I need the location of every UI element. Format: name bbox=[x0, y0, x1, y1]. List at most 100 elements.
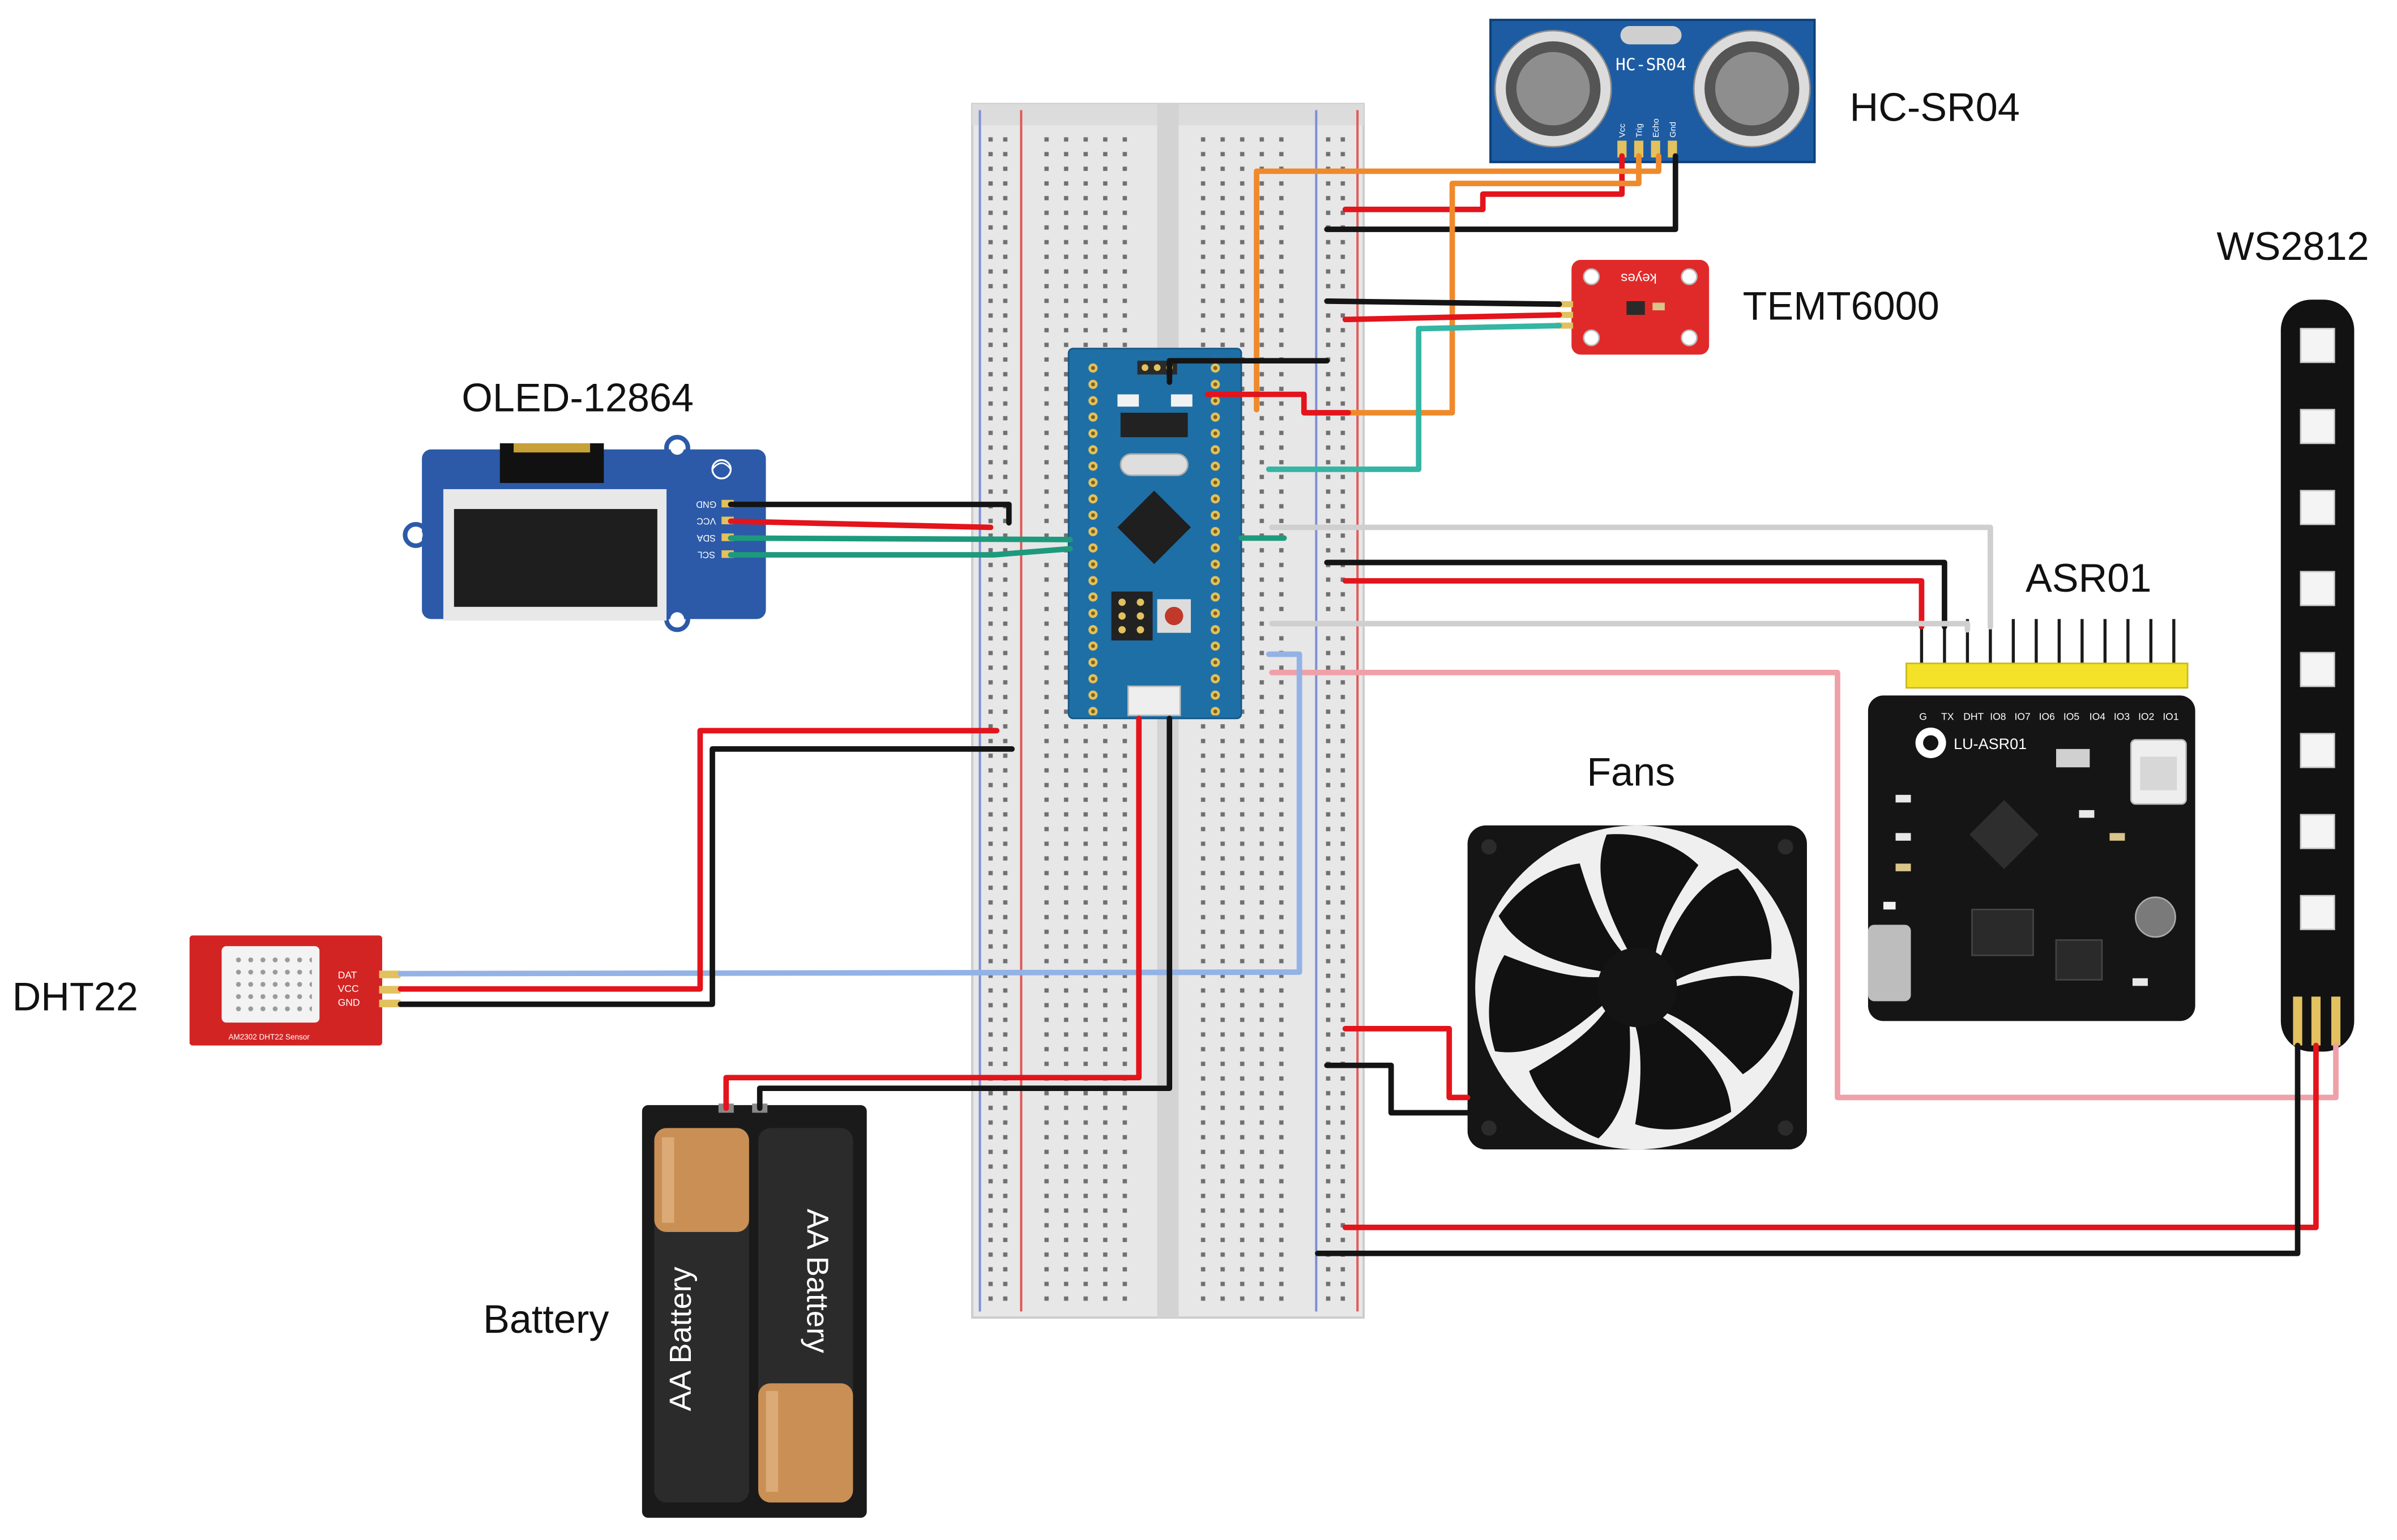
label-ws2812: WS2812 bbox=[2216, 224, 2369, 268]
wire-ws2812-vcc bbox=[1342, 1042, 2319, 1230]
wire-battery-positive bbox=[723, 716, 1142, 1111]
hc-sr04-pin-header bbox=[1617, 140, 1677, 158]
dht22-pin-label: DAT bbox=[338, 969, 357, 981]
stm32-bottom-connector bbox=[1127, 685, 1181, 716]
battery-holder: AA Battery AA Battery bbox=[642, 1103, 867, 1518]
oled-screen bbox=[454, 509, 657, 607]
ws2812-led bbox=[2300, 571, 2335, 606]
asr01-pin-label: IO7 bbox=[2014, 711, 2030, 722]
component-labels: HC-SR04 TEMT6000 WS2812 OLED-12864 ASR01… bbox=[12, 84, 2369, 1341]
wire-oled-sda bbox=[728, 535, 1073, 542]
asr01-smd-part bbox=[2132, 978, 2148, 986]
label-fans: Fans bbox=[1587, 750, 1675, 794]
hc-sr04-module: HC-SR04 Vcc Trig Echo Gnd bbox=[1489, 19, 1816, 164]
stm32-board bbox=[1067, 348, 1242, 720]
temt6000-pin-header bbox=[1556, 301, 1573, 329]
wire-fan-vcc bbox=[1342, 1026, 1471, 1101]
asr01-led bbox=[1883, 901, 1896, 910]
stm32-crystal bbox=[1120, 453, 1189, 476]
wire-asr01-signal bbox=[1269, 524, 1993, 630]
fan-blade bbox=[1498, 863, 1623, 972]
fan-blade bbox=[1660, 868, 1772, 981]
fan-rotor bbox=[1489, 834, 1793, 1139]
oled-mount-ear bbox=[670, 440, 685, 455]
ws2812-led bbox=[2300, 490, 2335, 525]
label-asr01: ASR01 bbox=[2026, 555, 2151, 600]
dht22-module: DAT VCC GND AM2302 DHT22 Sensor bbox=[189, 935, 401, 1046]
wire-oled-gnd bbox=[728, 502, 1012, 526]
oled-pin-label: GND bbox=[696, 499, 716, 510]
hc-sr04-pin-label: Trig bbox=[1635, 123, 1644, 138]
dht22-board-text: AM2302 DHT22 Sensor bbox=[229, 1033, 310, 1041]
stm32-smd-part bbox=[1170, 394, 1193, 407]
asr01-smd-part bbox=[2079, 810, 2095, 818]
wires bbox=[398, 153, 2339, 1256]
temt6000-module: keyes bbox=[1556, 260, 1710, 355]
stm32-smd-part bbox=[1117, 394, 1139, 407]
wire-ws2812-data bbox=[1269, 670, 2339, 1101]
asr01-crystal bbox=[2056, 748, 2090, 768]
hc-sr04-pin-label: Echo bbox=[1652, 118, 1661, 138]
ws2812-led bbox=[2300, 409, 2335, 444]
asr01-pin-label: IO1 bbox=[2163, 711, 2178, 722]
temt6000-light-sensor bbox=[1626, 301, 1645, 315]
wire-temt6000-gnd bbox=[1324, 298, 1562, 307]
oled-pin-label: VCC bbox=[697, 516, 716, 526]
mounting-hole bbox=[1681, 268, 1698, 285]
wire-hc-sr04-echo bbox=[1254, 153, 1661, 413]
asr01-usb-c-port bbox=[1868, 925, 1911, 1002]
asr01-header-pins bbox=[1920, 619, 2176, 670]
hc-sr04-pin-label: Vcc bbox=[1618, 123, 1627, 138]
wire-battery-negative bbox=[757, 716, 1173, 1111]
asr01-smd-part bbox=[1895, 863, 1911, 871]
asr01-pin-label: IO4 bbox=[2090, 711, 2106, 722]
oled-mount-ear bbox=[409, 528, 423, 542]
asr01-pin-label: IO5 bbox=[2063, 711, 2080, 722]
wire-asr01-vcc bbox=[1342, 578, 1925, 630]
asr01-power-connector-slot bbox=[2140, 756, 2177, 790]
mounting-hole bbox=[1681, 329, 1698, 346]
asr01-pin-label: IO3 bbox=[2114, 711, 2130, 722]
wire-ws2812-gnd bbox=[1315, 1042, 2301, 1256]
stm32-mcu-chip bbox=[1117, 490, 1191, 564]
wire-hc-sr04-gnd bbox=[1324, 153, 1678, 232]
fan-mount-hole bbox=[1778, 839, 1793, 855]
asr01-main-chip bbox=[1969, 799, 2039, 870]
wire-stm32-gnd bbox=[1167, 358, 1330, 385]
wire-asr01-signal bbox=[1269, 621, 1971, 633]
ws2812-led bbox=[2300, 733, 2335, 768]
right-rail-holes bbox=[1323, 131, 1355, 1303]
oled-module: GND VCC SDA SCL bbox=[403, 435, 766, 632]
asr01-pin-label: DHT bbox=[1963, 711, 1984, 722]
wire-temt6000-vcc bbox=[1342, 312, 1562, 323]
oled-pin-label: SDA bbox=[697, 533, 715, 543]
asr01-smd-part bbox=[1895, 794, 1911, 803]
asr01-pin-labels: G TX DHT IO8 IO7 IO6 IO5 IO4 IO3 IO2 IO1 bbox=[1919, 711, 2178, 722]
label-hc-sr04: HC-SR04 bbox=[1850, 84, 2020, 129]
fan-hub bbox=[1597, 947, 1677, 1028]
wire-dht22-gnd bbox=[398, 746, 1015, 1007]
asr01-pin-label: IO2 bbox=[2138, 711, 2154, 722]
ws2812-led bbox=[2300, 652, 2335, 687]
asr01-smd-part bbox=[2109, 833, 2125, 841]
fan-mount-hole bbox=[1481, 839, 1497, 855]
label-oled: OLED-12864 bbox=[462, 375, 694, 420]
fan-blade bbox=[1489, 955, 1604, 1053]
fan bbox=[1467, 825, 1807, 1150]
asr01-microphone bbox=[2135, 896, 2176, 938]
stm32-left-pin-column bbox=[1085, 356, 1101, 716]
asr01-pin-label: IO8 bbox=[1990, 711, 2006, 722]
dht22-sensor-grill bbox=[229, 953, 312, 1015]
dht22-pin-header bbox=[379, 970, 401, 1008]
oled-flex-cable bbox=[514, 443, 591, 453]
asr01-pin-label: G bbox=[1919, 711, 1927, 722]
ws2812-pin-header bbox=[2293, 996, 2341, 1046]
asr01-smd-part bbox=[1895, 833, 1911, 841]
hc-sr04-pin-label: Gnd bbox=[1669, 122, 1678, 138]
wire-fan-gnd bbox=[1324, 1062, 1471, 1116]
asr01-pin-label: TX bbox=[1941, 711, 1954, 722]
asr01-flash-chip bbox=[1971, 908, 2034, 956]
wire-oled-scl bbox=[728, 546, 1073, 558]
ws2812-strip bbox=[2280, 300, 2355, 1052]
